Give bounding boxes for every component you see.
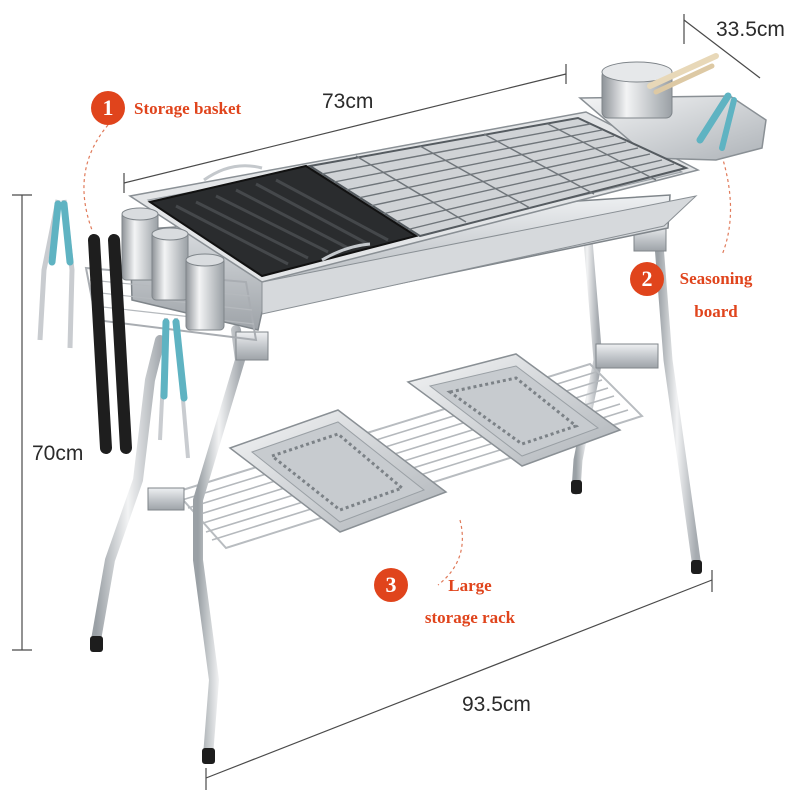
griddle-plate bbox=[147, 164, 419, 278]
seasoning-can bbox=[185, 253, 225, 331]
callout-3-badge: 3 bbox=[374, 568, 408, 602]
dimension-length-label: 73cm bbox=[322, 90, 374, 113]
dimension-lines bbox=[12, 14, 761, 790]
storage-rack bbox=[174, 353, 644, 550]
callout-1-label: Storage basket bbox=[134, 99, 242, 118]
tray-right bbox=[406, 353, 622, 467]
seasoning-can bbox=[121, 207, 159, 281]
dimension-depth-label: 33.5cm bbox=[716, 18, 785, 41]
dimension-height-label: 70cm bbox=[32, 442, 84, 465]
callout-2-label-line1: Seasoning bbox=[679, 269, 753, 288]
grill-grate bbox=[307, 116, 689, 238]
seasoning-can bbox=[151, 227, 189, 301]
basting-brush bbox=[88, 234, 132, 454]
dimension-span-label: 93.5cm bbox=[462, 693, 531, 716]
callout-1-badge: 1 bbox=[91, 91, 125, 125]
clip-tongs bbox=[696, 92, 737, 151]
callout-3-label-line1: Large bbox=[448, 576, 492, 595]
hanging-tongs bbox=[37, 199, 75, 349]
front-legs bbox=[90, 325, 269, 764]
callout-2-badge: 2 bbox=[630, 262, 664, 296]
callout-2-label-line2: board bbox=[694, 302, 738, 321]
sauce-pot bbox=[601, 53, 719, 119]
callout-leaders bbox=[83, 124, 732, 586]
hanging-tongs-2 bbox=[158, 317, 190, 459]
callout-3-label-line2: storage rack bbox=[424, 608, 516, 627]
tray-left bbox=[228, 409, 448, 533]
